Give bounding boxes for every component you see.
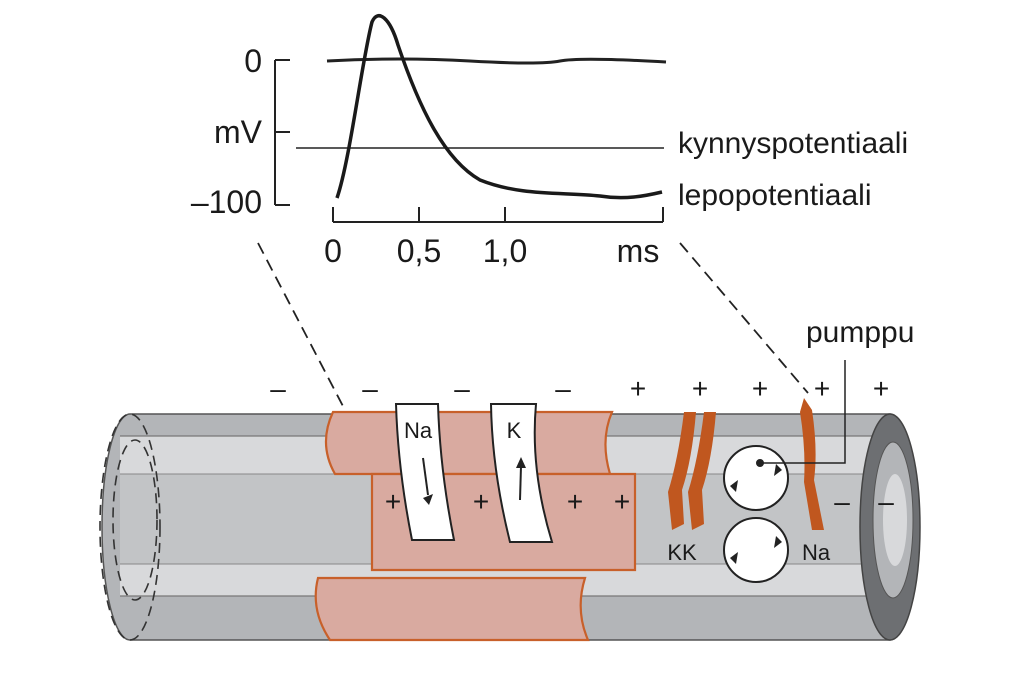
k-channel: K: [489, 403, 554, 543]
zero-line: [326, 57, 667, 65]
x-label-0: 0: [324, 233, 342, 269]
action-potential-curve: [335, 14, 663, 200]
na-channel: Na: [394, 403, 456, 541]
inside-sign: –: [834, 486, 850, 517]
projection-line-left: [257, 242, 346, 411]
x-label-05: 0,5: [397, 233, 441, 269]
outside-sign: +: [692, 373, 708, 404]
k-strand-2: [688, 412, 716, 530]
outside-sign: +: [814, 373, 830, 404]
voltage-graph: 0 mV –100 0 0,5 1,0 ms kynnyspotentiaali…: [191, 14, 908, 269]
na-strand: [800, 398, 824, 530]
axon-tube: Na K pumppu K: [99, 316, 921, 642]
inside-charges: + + + + – –: [385, 486, 894, 517]
membrane-upper: [324, 410, 614, 476]
outside-charges: – – – – + + + + +: [270, 373, 889, 404]
tube-left-end-inner: [112, 439, 158, 601]
pump-leader: [762, 360, 846, 464]
y-label-min: –100: [191, 184, 262, 220]
inside-sign: +: [473, 486, 489, 517]
outside-sign: +: [873, 373, 889, 404]
na-channel-label: Na: [404, 418, 433, 443]
outside-sign: +: [630, 373, 646, 404]
threshold-label: kynnyspotentiaali: [678, 127, 908, 160]
pump-circle-top: [723, 445, 789, 511]
x-label-10: 1,0: [483, 233, 527, 269]
pump-ion-right: Na: [802, 540, 831, 565]
resting-label: lepopotentiaali: [678, 179, 872, 212]
outside-sign: –: [270, 373, 286, 404]
pump-label: pumppu: [806, 316, 914, 349]
y-label-unit: mV: [214, 114, 263, 150]
pump-circle-bottom: [723, 517, 789, 583]
outside-sign: –: [454, 373, 470, 404]
inside-sign: +: [567, 486, 583, 517]
inside-sign: +: [614, 486, 630, 517]
outside-sign: +: [752, 373, 768, 404]
k-arrow: [519, 465, 522, 501]
pump-ion-left: KK: [667, 540, 697, 565]
inside-sign: +: [385, 486, 401, 517]
x-label-unit: ms: [617, 233, 660, 269]
k-strand-1: [668, 412, 696, 530]
outside-sign: –: [555, 373, 571, 404]
projection-line-right: [679, 242, 809, 394]
inside-sign: –: [878, 486, 894, 517]
y-label-zero: 0: [244, 43, 262, 79]
na-arrow: [422, 457, 429, 496]
pump-center-dot: [756, 459, 764, 467]
outside-sign: –: [362, 373, 378, 404]
tube-left-end-outer: [99, 413, 161, 641]
membrane-lower: [314, 576, 590, 642]
k-channel-label: K: [507, 418, 522, 443]
